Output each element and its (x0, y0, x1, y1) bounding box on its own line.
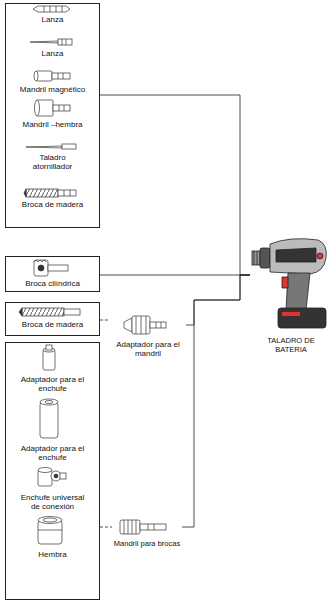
wood-bit-icon (24, 189, 76, 197)
part-label: Mandril –hembra (9, 120, 96, 129)
screwdriver-bit-icon (26, 144, 76, 149)
part-label: Adaptador para el enchufe (17, 444, 89, 462)
part-label: TALADRO DE BATERIA (251, 337, 331, 354)
part-label: Enchufe universal de conexión (17, 493, 89, 511)
accessory-group-box: Broca cilíndrica (5, 256, 100, 292)
part-label: Broca de madera (9, 320, 96, 329)
connector-line (182, 275, 250, 527)
chuck-adapter-icon (124, 316, 166, 334)
socket-adapter-icon (43, 345, 55, 370)
connector-line (100, 320, 110, 321)
chuck-adapter-node: Adaptador para el mandril (110, 310, 186, 370)
part-label: Adaptador para el enchufe (17, 375, 89, 393)
part-label: Hembra (9, 550, 96, 559)
accessory-group-box: Adaptador para el enchufeAdaptador para … (5, 342, 100, 600)
connector-line (100, 95, 250, 275)
accessory-group-box: Broca de madera (5, 302, 100, 336)
connector-line (100, 275, 250, 276)
part-label: Lanza (9, 15, 96, 24)
part-label: Mandril magnético (9, 85, 96, 94)
socket-holder-icon (35, 100, 71, 116)
part-label: Mandril para brocas (113, 540, 181, 549)
part-label: Lanza (9, 49, 96, 58)
bit-icon (30, 39, 72, 45)
drill-node: TALADRO DE BATERIA (250, 228, 332, 357)
nut-setter-icon (34, 71, 70, 81)
cordless-drill-illustration (252, 239, 326, 328)
part-label: Broca de madera (9, 200, 96, 209)
socket-adapter-icon (40, 399, 58, 438)
bit-icon (33, 6, 70, 12)
part-label: Broca cilíndrica (9, 279, 96, 288)
connector-line (100, 527, 112, 528)
wood-bit-icon (19, 308, 80, 316)
bit-holder-node: Mandril para brocas (112, 514, 182, 560)
socket-icon (38, 517, 62, 545)
accessory-group-box: LanzaLanzaMandril magnéticoMandril –hemb… (5, 3, 100, 228)
hole-saw-icon (34, 260, 68, 276)
bit-holder-icon (120, 520, 166, 534)
universal-socket-icon (38, 468, 66, 487)
part-label: Taladro atornillador (22, 153, 84, 171)
part-label: Adaptador para el mandril (113, 340, 183, 358)
